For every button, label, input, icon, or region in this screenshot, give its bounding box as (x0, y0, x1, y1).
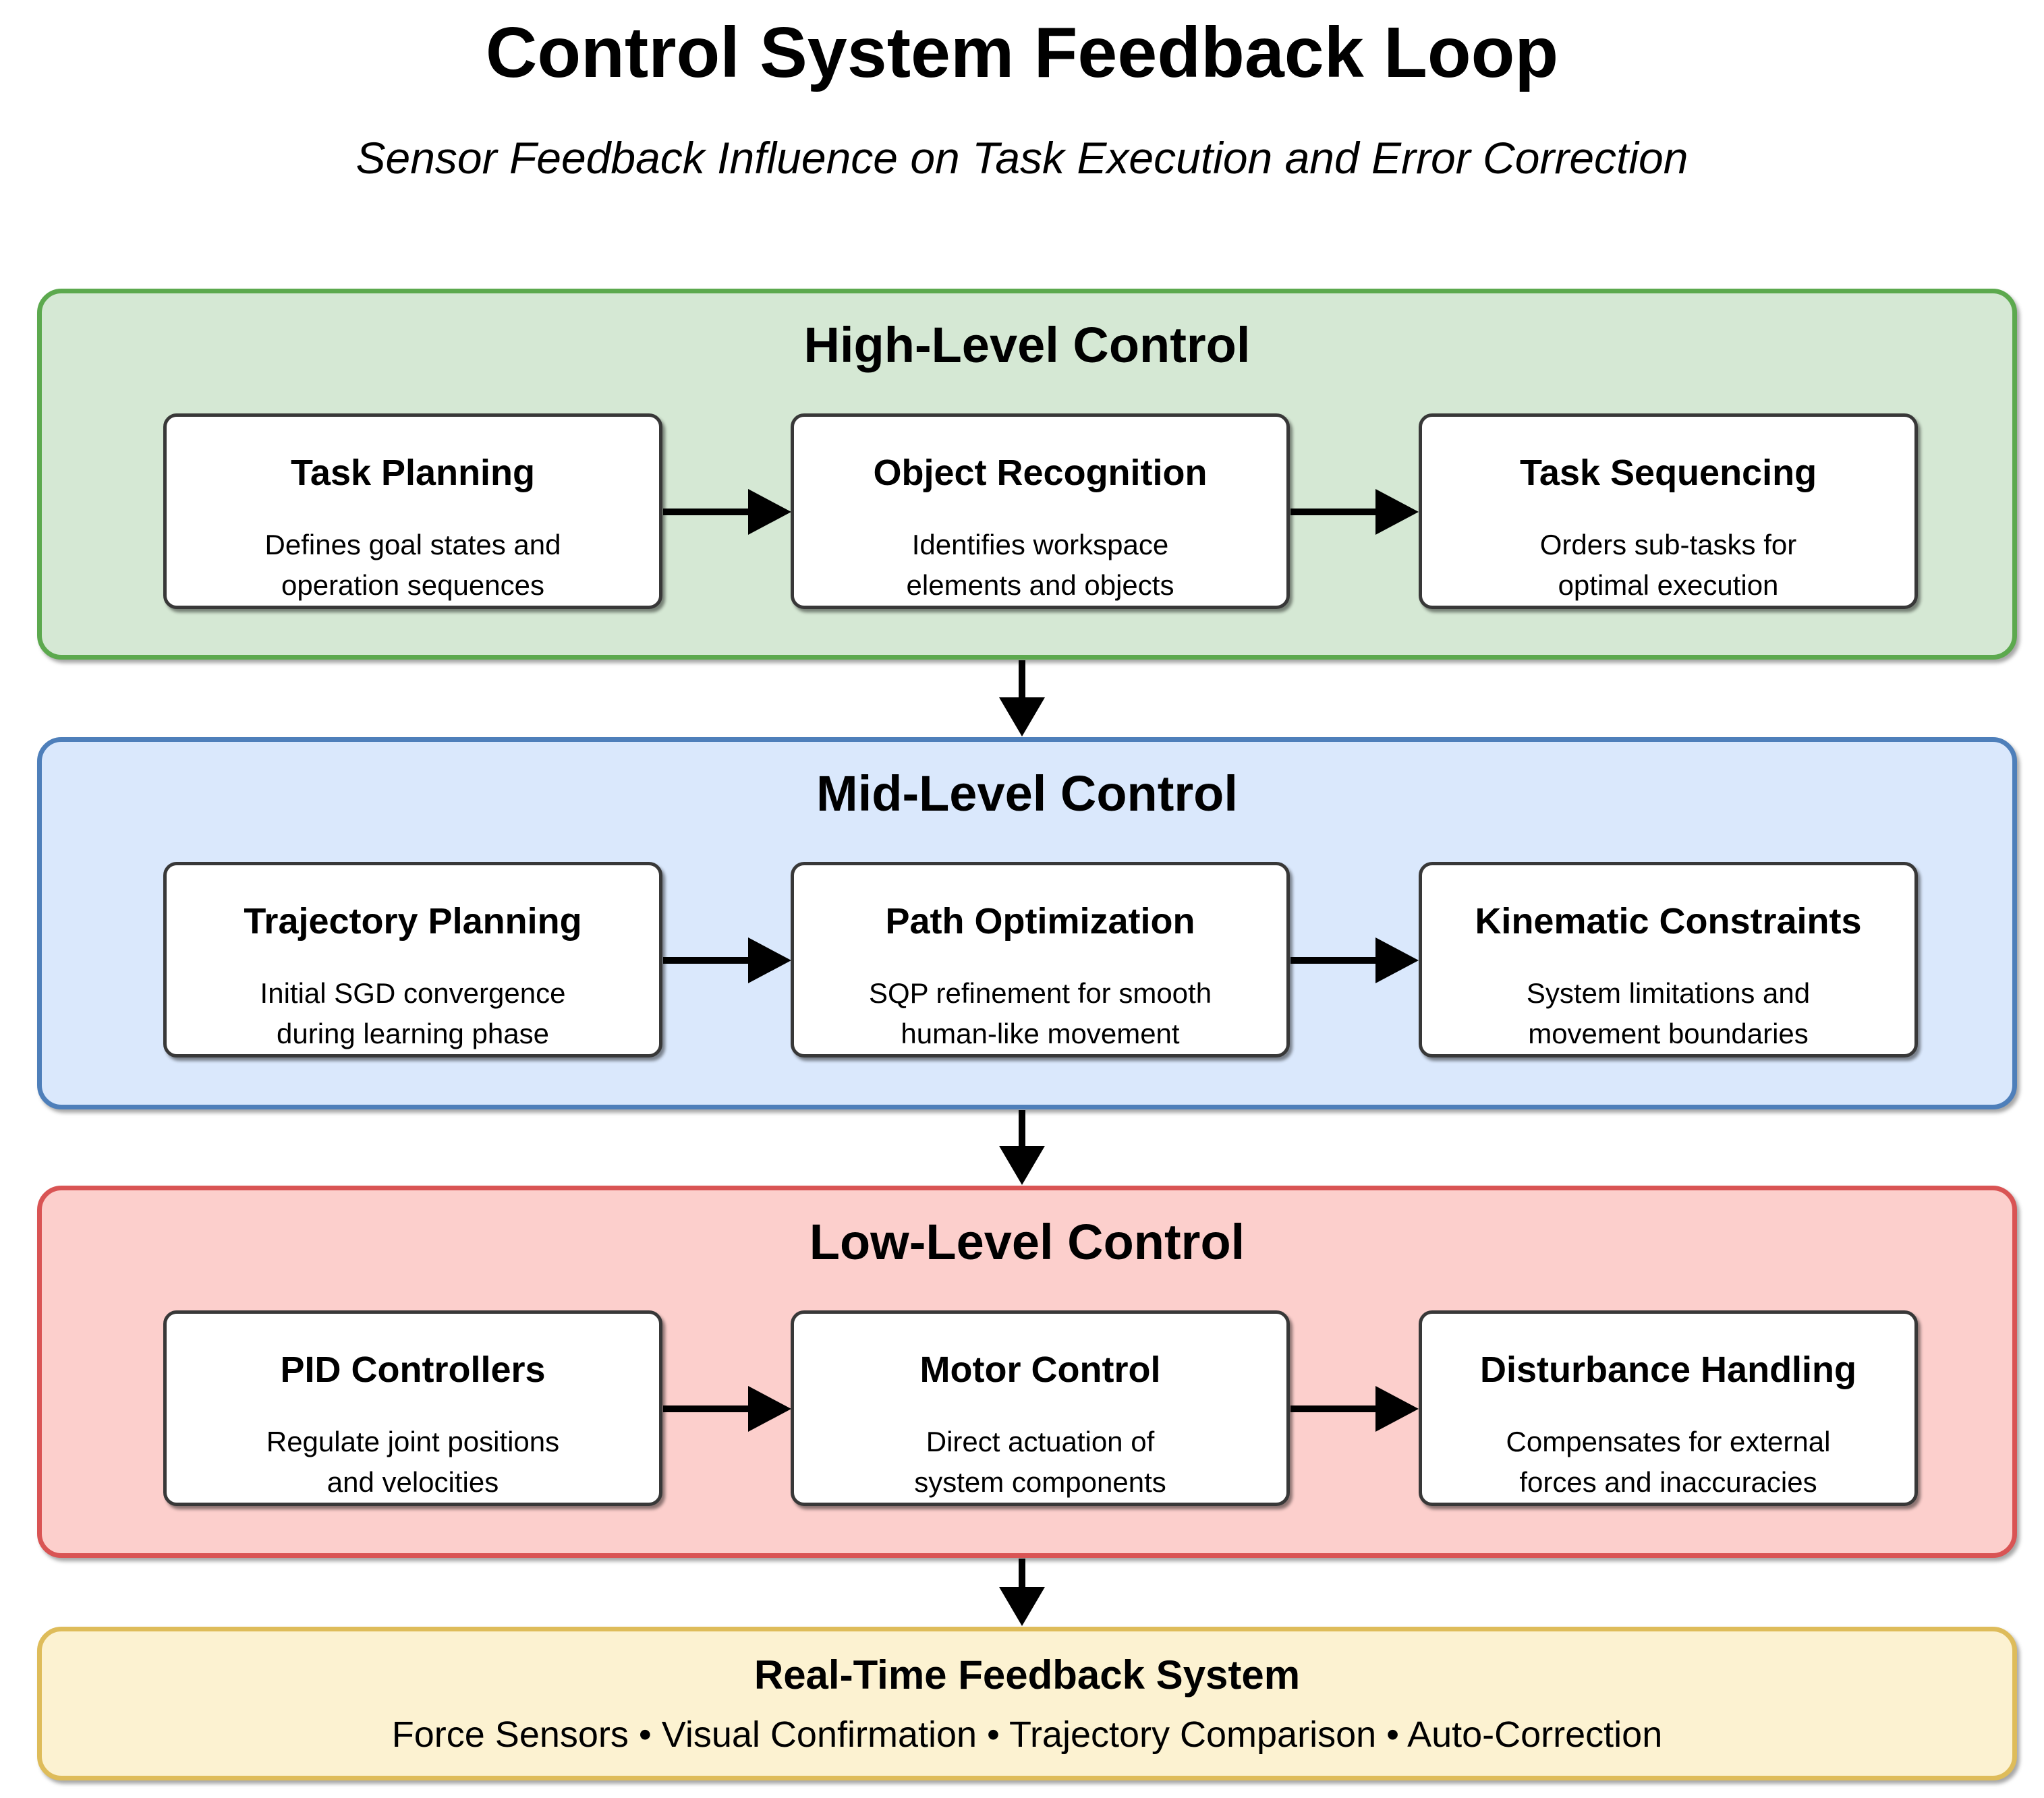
section-realtime-feedback: Real-Time Feedback System Force Sensors … (37, 1627, 2017, 1780)
section-title-low-level: Low-Level Control (809, 1214, 1245, 1270)
desc-line: Identifies workspace (911, 529, 1169, 560)
box-description: Orders sub-tasks for optimal execution (1540, 525, 1796, 606)
arrow-down-icon (999, 1559, 1045, 1626)
desc-line: forces and inaccuracies (1519, 1466, 1817, 1498)
arrow-right-icon (663, 489, 791, 535)
arrow-right-icon (663, 1386, 791, 1432)
section-title-mid-level: Mid-Level Control (816, 765, 1238, 821)
desc-line: system components (914, 1466, 1166, 1498)
box-description: Direct actuation of system components (914, 1422, 1166, 1503)
desc-line: and velocities (327, 1466, 499, 1498)
desc-line: during learning phase (277, 1018, 549, 1049)
desc-line: operation sequences (281, 569, 544, 601)
box-task-sequencing: Task Sequencing Orders sub-tasks for opt… (1419, 413, 1918, 609)
desc-line: human-like movement (901, 1018, 1180, 1049)
box-title: Task Sequencing (1519, 453, 1817, 493)
box-trajectory-planning: Trajectory Planning Initial SGD converge… (163, 862, 662, 1057)
box-task-planning: Task Planning Defines goal states and op… (163, 413, 662, 609)
page-title: Control System Feedback Loop (485, 13, 1559, 92)
box-title: Trajectory Planning (244, 901, 582, 941)
desc-line: movement boundaries (1528, 1018, 1809, 1049)
box-title: Task Planning (290, 453, 536, 493)
box-description: Initial SGD convergence during learning … (260, 973, 566, 1054)
arrow-right-icon (1290, 937, 1419, 983)
arrow-right-icon (1290, 489, 1419, 535)
desc-line: Direct actuation of (926, 1426, 1155, 1457)
box-path-optimization: Path Optimization SQP refinement for smo… (791, 862, 1290, 1057)
desc-line: System limitations and (1526, 977, 1811, 1009)
desc-line: Orders sub-tasks for (1539, 529, 1797, 560)
box-motor-control: Motor Control Direct actuation of system… (791, 1310, 1290, 1506)
desc-line: Initial SGD convergence (260, 977, 566, 1009)
section-high-level-control: High-Level Control Task Planning Defines… (37, 289, 2017, 660)
desc-line: Compensates for external (1506, 1426, 1831, 1457)
arrow-right-icon (1290, 1386, 1419, 1432)
box-title: Kinematic Constraints (1475, 901, 1862, 941)
arrow-down-icon (999, 660, 1045, 736)
box-description: System limitations and movement boundari… (1527, 973, 1810, 1054)
arrow-right-icon (663, 937, 791, 983)
box-kinematic-constraints: Kinematic Constraints System limitations… (1419, 862, 1918, 1057)
desc-line: optimal execution (1558, 569, 1779, 601)
desc-line: elements and objects (906, 569, 1174, 601)
desc-line: Regulate joint positions (266, 1426, 560, 1457)
box-description: Regulate joint positions and velocities (266, 1422, 559, 1503)
box-title: Path Optimization (885, 901, 1195, 941)
box-disturbance-handling: Disturbance Handling Compensates for ext… (1419, 1310, 1918, 1506)
desc-line: Defines goal states and (264, 529, 561, 560)
section-mid-level-control: Mid-Level Control Trajectory Planning In… (37, 737, 2017, 1109)
section-low-level-control: Low-Level Control PID Controllers Regula… (37, 1186, 2017, 1558)
box-description: SQP refinement for smooth human-like mov… (869, 973, 1212, 1054)
box-description: Defines goal states and operation sequen… (265, 525, 561, 606)
box-title: Disturbance Handling (1479, 1350, 1857, 1390)
section-title-high-level: High-Level Control (803, 317, 1251, 373)
arrow-down-icon (999, 1110, 1045, 1185)
desc-line: SQP refinement for smooth (868, 977, 1212, 1009)
box-description: Identifies workspace elements and object… (907, 525, 1174, 606)
box-title: Motor Control (919, 1350, 1161, 1390)
box-pid-controllers: PID Controllers Regulate joint positions… (163, 1310, 662, 1506)
box-description: Compensates for external forces and inac… (1506, 1422, 1831, 1503)
box-title: PID Controllers (280, 1350, 546, 1390)
box-object-recognition: Object Recognition Identifies workspace … (791, 413, 1290, 609)
box-title: Object Recognition (873, 453, 1208, 493)
page-subtitle: Sensor Feedback Influence on Task Execut… (356, 133, 1688, 183)
feedback-items: Force Sensors • Visual Confirmation • Tr… (391, 1714, 1663, 1755)
feedback-title: Real-Time Feedback System (754, 1652, 1301, 1698)
